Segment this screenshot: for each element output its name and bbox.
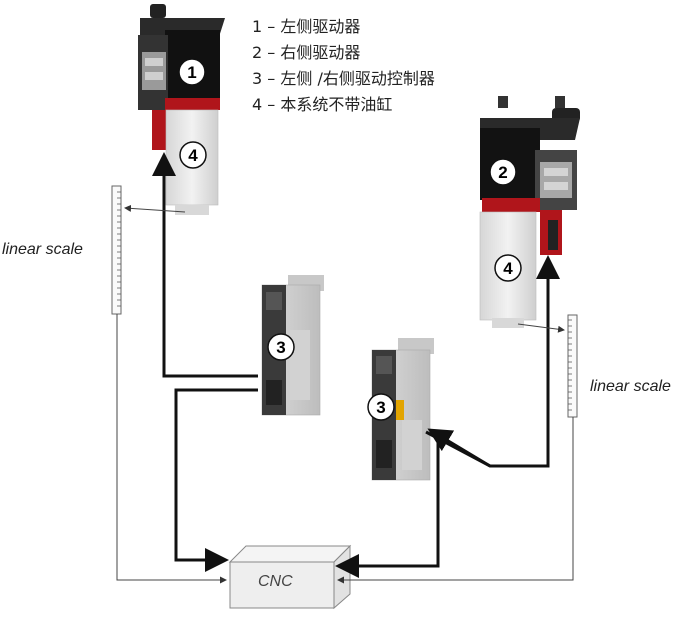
badge-drive-left: 1 [178, 58, 206, 86]
svg-text:3: 3 [376, 398, 385, 417]
legend-item: 1 – 左侧驱动器 [252, 17, 361, 36]
link-controller-to-drive-right [425, 255, 560, 468]
connections [152, 152, 560, 578]
svg-text:4: 4 [503, 259, 513, 278]
legend-item: 3 – 左侧 /右侧驱动控制器 [252, 69, 435, 88]
badge-drive-right: 2 [489, 158, 517, 186]
link-controller-right-to-cnc [335, 440, 440, 578]
badge-cylinder-left: 4 [179, 141, 207, 169]
cnc-label: CNC [258, 573, 293, 590]
badge-controller-left: 3 [267, 333, 295, 361]
linear-scale-left-label: linear scale [2, 241, 83, 258]
svg-text:3: 3 [276, 338, 285, 357]
legend: 1 – 左侧驱动器 2 – 右侧驱动器 3 – 左侧 /右侧驱动控制器 4 – … [252, 14, 435, 118]
badge-cylinder-right: 4 [494, 254, 522, 282]
legend-item: 4 – 本系统不带油缸 [252, 95, 393, 114]
svg-text:1: 1 [187, 63, 196, 82]
svg-text:4: 4 [188, 146, 198, 165]
scale-links [116, 204, 574, 584]
drive-right [479, 96, 580, 328]
linear-scale-right-label: linear scale [590, 378, 671, 395]
legend-item: 2 – 右侧驱动器 [252, 43, 361, 62]
link-controller-left-to-cnc [174, 388, 258, 572]
linear-scale-right [567, 314, 578, 418]
svg-text:2: 2 [498, 163, 507, 182]
badge-controller-right: 3 [367, 393, 395, 421]
linear-scale-left [111, 185, 122, 315]
link-drive-right-to-controller [427, 428, 491, 468]
drive-left [138, 4, 225, 215]
link-controller-to-drive-left [152, 152, 258, 378]
